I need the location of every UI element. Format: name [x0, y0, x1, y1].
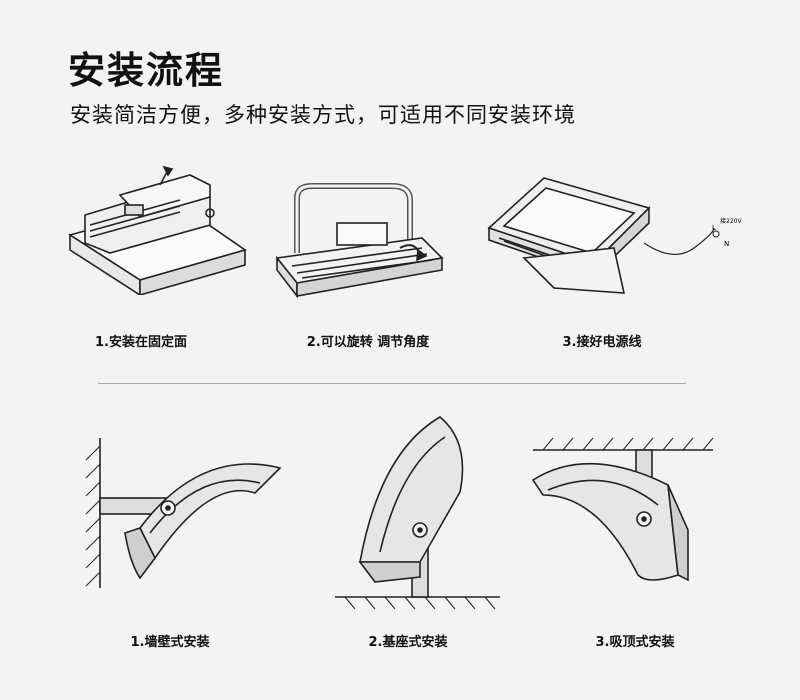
step-1-label: 1.安装在固定面	[95, 335, 187, 350]
section-divider	[98, 383, 686, 384]
step-3-label: 3.接好电源线	[562, 335, 642, 350]
mount-3-label: 3.吸顶式安装	[595, 635, 675, 650]
page-title: 安装流程	[68, 49, 224, 92]
step-2-illustration	[275, 183, 444, 298]
ceiling-mount-illustration	[531, 437, 714, 582]
wall-mount-illustration	[85, 438, 282, 588]
mount-2-label: 2.基座式安装	[368, 635, 448, 650]
base-mount-illustration	[335, 416, 500, 610]
voltage-label: 接220V	[720, 217, 742, 225]
page-subtitle: 安装简洁方便，多种安装方式，可适用不同安装环境	[70, 103, 576, 127]
step-2-label: 2.可以旋转 调节角度	[306, 335, 430, 350]
mount-1-label: 1.墙壁式安装	[130, 635, 210, 650]
step-3-illustration: L N 接220V	[487, 177, 742, 294]
wire-n-label: N	[724, 240, 729, 248]
step-1-illustration	[68, 165, 247, 295]
wire-l-label: L	[712, 224, 716, 232]
